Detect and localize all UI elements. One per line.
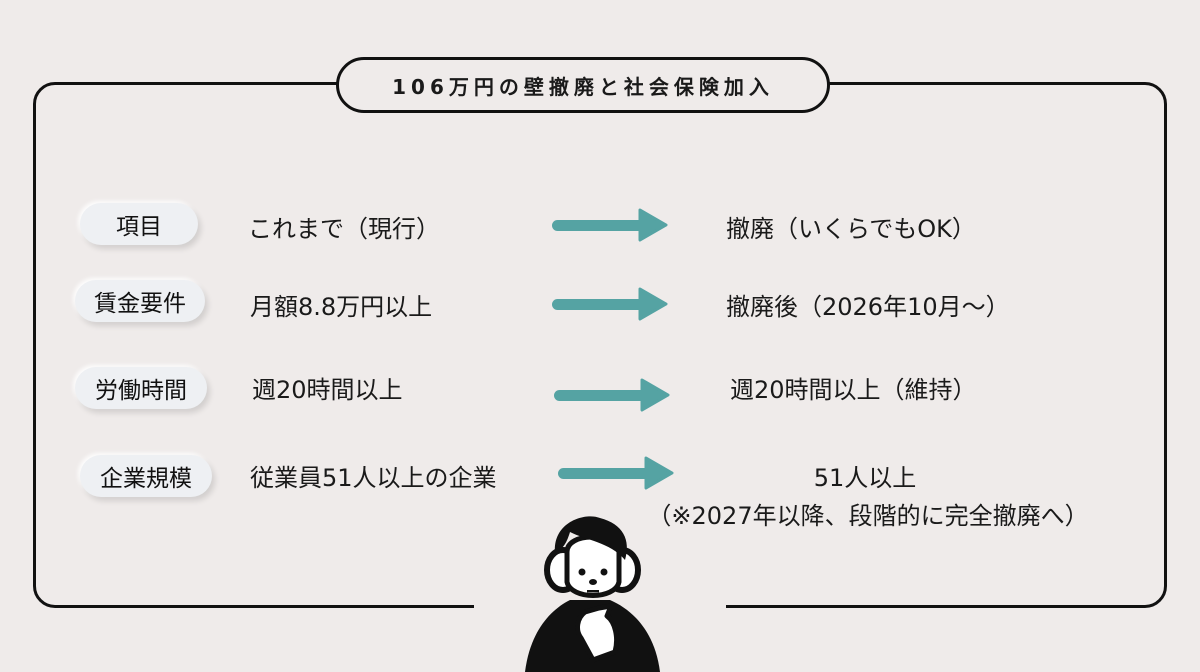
row-after-company-size: 51人以上 [813,464,917,492]
row-after-company-size-note: （※2027年以降、段階的に完全撤廃へ） [647,502,1089,530]
right-arrow-icon [554,378,670,412]
row-label-item: 項目 [80,203,198,245]
row-before-company-size: 従業員51人以上の企業 [250,464,497,492]
row-before-item: これまで（現行） [248,215,440,243]
row-before-hours: 週20時間以上 [252,376,403,404]
row-after-hours: 週20時間以上（維持） [730,376,977,404]
right-arrow-icon [552,287,668,321]
right-arrow-icon [552,208,668,242]
right-arrow-icon [558,456,674,490]
row-after-item: 撤廃（いくらでもOK） [726,215,976,243]
row-label-hours: 労働時間 [75,367,207,409]
row-after-wage: 撤廃後（2026年10月～） [726,293,1010,321]
row-before-wage: 月額8.8万円以上 [250,293,433,321]
thinking-person-illustration [525,516,660,672]
row-label-company-size: 企業規模 [80,455,212,497]
row-label-wage: 賃金要件 [75,280,205,322]
page-title: 106万円の壁撤廃と社会保険加入 [336,57,830,113]
